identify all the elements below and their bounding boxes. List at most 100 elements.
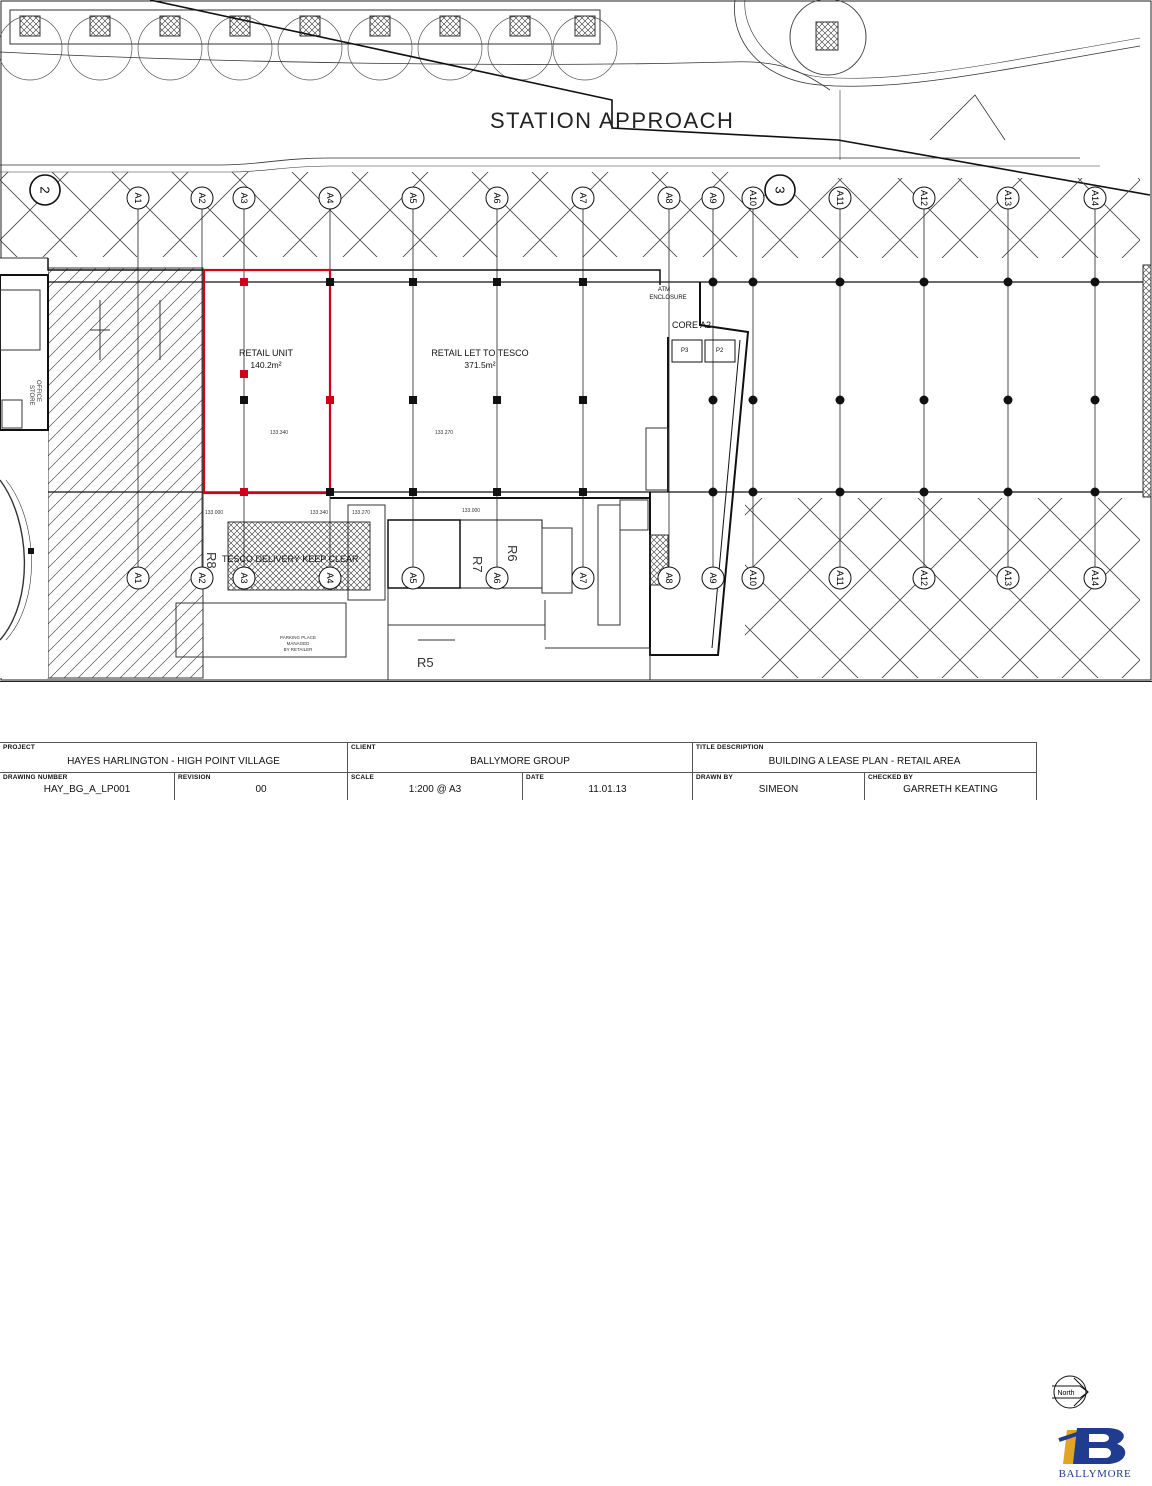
retail-unit-lease-boundary bbox=[202, 268, 332, 495]
grid-bubble bbox=[232, 566, 256, 590]
atm-label-2: ENCLOSURE bbox=[649, 295, 686, 301]
tree-pit bbox=[299, 15, 321, 37]
grid-label: A4 bbox=[325, 572, 335, 583]
project-label: PROJECT bbox=[3, 744, 36, 751]
tree-planting-strip bbox=[0, 9, 618, 81]
structural-column bbox=[579, 278, 587, 286]
structural-column bbox=[835, 277, 845, 287]
scale-value: 1:200 @ A3 bbox=[408, 784, 462, 795]
structural-column bbox=[835, 395, 845, 405]
grid-label: A5 bbox=[408, 192, 418, 203]
level-marker: 133.000 bbox=[462, 508, 480, 514]
grid-label: A10 bbox=[748, 190, 758, 206]
grid-bubble bbox=[1083, 186, 1107, 210]
grid-label: A13 bbox=[1003, 190, 1013, 206]
revision-cell: REVISION 00 bbox=[175, 772, 348, 800]
grid-label: A2 bbox=[197, 192, 207, 203]
structural-column bbox=[919, 487, 929, 497]
grid-label: 2 bbox=[38, 186, 53, 193]
level-marker: 133.000 bbox=[205, 510, 223, 516]
revision-value: 00 bbox=[255, 784, 267, 795]
grid-bubble bbox=[190, 566, 214, 590]
north-label: North bbox=[1057, 1390, 1074, 1397]
checked-by-value: GARRETH KEATING bbox=[903, 784, 998, 795]
drawing-number-label: DRAWING NUMBER bbox=[3, 774, 68, 781]
logo-text: BALLYMORE bbox=[1059, 1468, 1132, 1480]
grid-bubble bbox=[701, 186, 725, 210]
client-label: CLIENT bbox=[351, 744, 376, 751]
grid-label: A14 bbox=[1090, 190, 1100, 206]
grid-label: A7 bbox=[578, 572, 588, 583]
grid-bubble bbox=[401, 186, 425, 210]
grid-label: A10 bbox=[748, 570, 758, 586]
grid-label: A1 bbox=[133, 572, 143, 583]
grid-bubble bbox=[996, 186, 1020, 210]
street-name: STATION APPROACH bbox=[490, 108, 734, 133]
structural-column bbox=[1003, 487, 1013, 497]
grid-bubble bbox=[996, 566, 1020, 590]
grid-bubble bbox=[126, 566, 150, 590]
grid-label: 3 bbox=[773, 186, 788, 193]
grid-label: A2 bbox=[197, 572, 207, 583]
date-value: 11.01.13 bbox=[588, 784, 627, 795]
grid-label: A12 bbox=[919, 570, 929, 586]
level-marker: 133.340 bbox=[310, 510, 328, 516]
drawing-number-cell: DRAWING NUMBER HAY_BG_A_LP001 bbox=[0, 772, 175, 800]
structural-column bbox=[409, 396, 417, 404]
grid-label: A8 bbox=[664, 192, 674, 203]
title-value: BUILDING A LEASE PLAN - RETAIL AREA bbox=[768, 756, 961, 767]
grid-bubble bbox=[657, 186, 681, 210]
grid-label: A4 bbox=[325, 192, 335, 203]
grid-bubble bbox=[190, 186, 214, 210]
atm-label: ATM bbox=[658, 287, 670, 293]
tree-pit bbox=[439, 15, 461, 37]
north-arrow: North bbox=[1044, 1372, 1094, 1412]
grid-label: A3 bbox=[239, 572, 249, 583]
revision-label: REVISION bbox=[178, 774, 211, 781]
grid-bubble bbox=[318, 566, 342, 590]
structural-column bbox=[708, 395, 718, 405]
tesco-unit-name: RETAIL LET TO TESCO bbox=[431, 348, 528, 358]
grid-bubble bbox=[828, 566, 852, 590]
date-cell: DATE 11.01.13 bbox=[523, 772, 693, 800]
parking-label: PARKING PLACE bbox=[280, 635, 316, 640]
grid-bubble bbox=[29, 174, 61, 206]
grid-label: A7 bbox=[578, 192, 588, 203]
r6-label: R6 bbox=[505, 545, 520, 562]
checked-by-label: CHECKED BY bbox=[868, 774, 913, 781]
grid-label: A13 bbox=[1003, 570, 1013, 586]
grid-label: A6 bbox=[492, 192, 502, 203]
grid-label: A8 bbox=[664, 572, 674, 583]
grid-bubble bbox=[318, 186, 342, 210]
tesco-unit-area: 371.5m² bbox=[464, 360, 495, 370]
grid-label: A11 bbox=[835, 190, 845, 205]
structural-column bbox=[748, 277, 758, 287]
level-marker: 133.270 bbox=[435, 430, 453, 436]
structural-column bbox=[919, 277, 929, 287]
structural-column bbox=[579, 488, 587, 496]
drawing-number-value: HAY_BG_A_LP001 bbox=[43, 784, 131, 795]
scale-cell: SCALE 1:200 @ A3 bbox=[348, 772, 523, 800]
grid-bubble bbox=[1083, 566, 1107, 590]
client-cell: CLIENT BALLYMORE GROUP bbox=[348, 742, 693, 772]
grid-bubble bbox=[912, 186, 936, 210]
grid-bubble bbox=[657, 566, 681, 590]
level-marker: 133.340 bbox=[270, 430, 288, 436]
drawn-by-value: SIMEON bbox=[758, 784, 799, 795]
grid-bubble bbox=[571, 186, 595, 210]
grid-label: A1 bbox=[133, 192, 143, 203]
structural-column bbox=[1090, 487, 1100, 497]
structural-column bbox=[708, 277, 718, 287]
grid-bubble bbox=[912, 566, 936, 590]
title-block: North PROJECT HAYES HARLINGTON - HIGH PO… bbox=[0, 681, 1152, 1480]
grid-label: A14 bbox=[1090, 570, 1100, 586]
grid-bubble bbox=[571, 566, 595, 590]
tree-pit bbox=[159, 15, 181, 37]
grid-bubble bbox=[764, 174, 796, 206]
tree-pit bbox=[89, 15, 111, 37]
grid-bubble bbox=[741, 566, 765, 590]
scale-label: SCALE bbox=[351, 774, 375, 781]
project-cell: PROJECT HAYES HARLINGTON - HIGH POINT VI… bbox=[0, 742, 348, 772]
grid-label: A6 bbox=[492, 572, 502, 583]
delivery-label: TESCO DELIVERY KEEP CLEAR bbox=[222, 554, 359, 564]
